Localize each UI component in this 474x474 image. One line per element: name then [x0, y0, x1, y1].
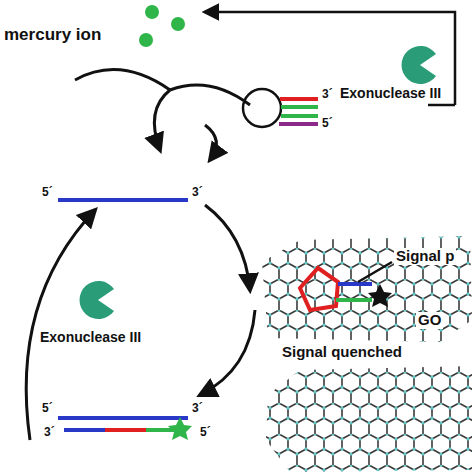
label: mercury ion — [4, 26, 101, 45]
merge-arc — [170, 85, 250, 105]
release-arrow — [205, 125, 216, 160]
cycle-arrow — [200, 310, 255, 395]
label: Exonuclease III — [340, 86, 441, 101]
label: 3´ — [322, 88, 333, 101]
exonuclease-symbol — [402, 46, 436, 84]
dna-strand — [58, 198, 188, 202]
label: GO — [416, 312, 443, 329]
merge-arc — [75, 70, 170, 90]
hairpin-probe — [243, 89, 318, 127]
label: 5´ — [200, 426, 211, 439]
exonuclease-symbol — [80, 281, 114, 319]
label: 3´ — [192, 402, 203, 415]
label: 3´ — [44, 426, 55, 439]
cycle-arrow — [205, 205, 250, 290]
graphene-oxide-sheet — [266, 366, 472, 472]
graphene-oxide-sheet — [262, 236, 472, 342]
label: 5´ — [42, 402, 53, 415]
label: 5´ — [42, 186, 53, 199]
dna-duplex — [58, 417, 192, 440]
label: 3´ — [192, 186, 203, 199]
cycle-arrow — [26, 210, 95, 440]
label: Signal p — [394, 248, 456, 265]
label: Signal quenched — [282, 344, 402, 361]
product-arrow — [154, 90, 170, 150]
recycle-stub — [428, 104, 455, 107]
recycle-arrow — [205, 12, 455, 105]
mercury-ions — [139, 5, 185, 47]
label: 5´ — [322, 117, 333, 130]
leader-line — [358, 262, 392, 282]
label: Exonuclease III — [40, 330, 141, 345]
adsorbed-probe — [300, 268, 392, 310]
